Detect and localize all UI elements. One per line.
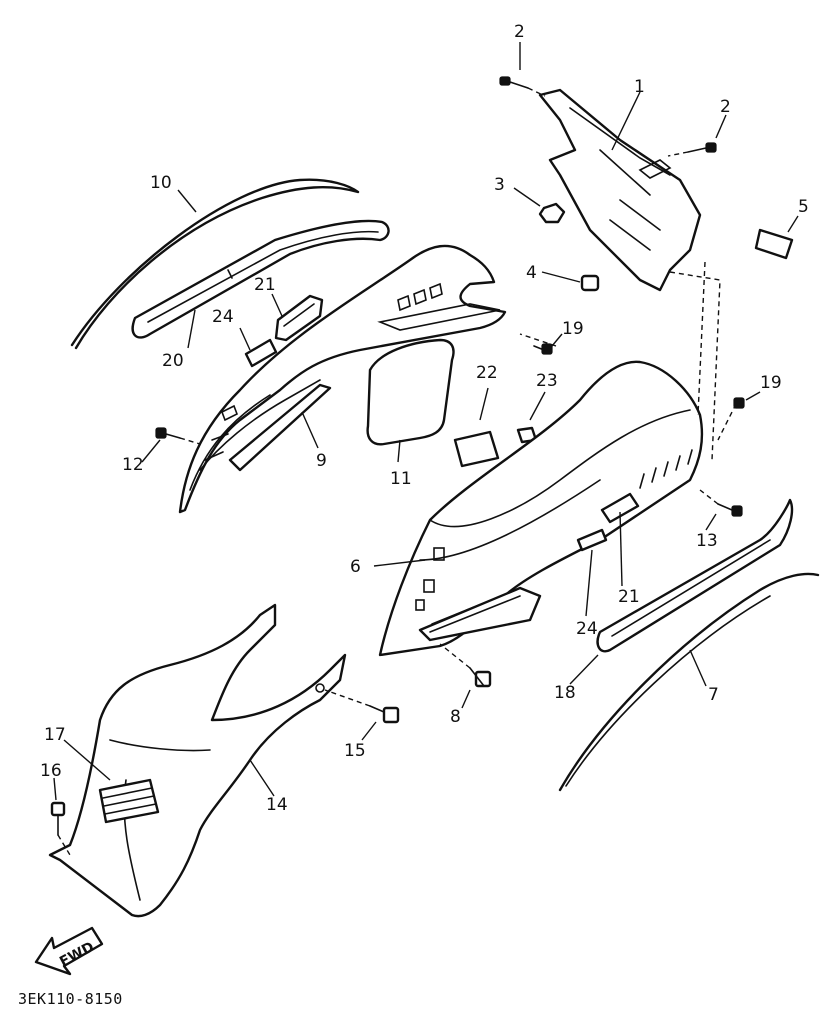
part-22-decal (453, 430, 500, 468)
part-18-lower-trim (596, 498, 794, 653)
assembly-guide-lines (57, 87, 737, 856)
callout-13: 13 (696, 531, 718, 551)
callout-7: 7 (708, 685, 719, 705)
callout-2-right: 2 (720, 97, 731, 117)
fwd-arrow-icon: FWD (34, 926, 104, 976)
callout-21-left: 21 (254, 275, 276, 295)
part-5-decal (754, 228, 794, 260)
callout-11: 11 (390, 469, 412, 489)
part-7-strip (558, 572, 820, 792)
callout-23: 23 (536, 371, 558, 391)
fastener-bolts (50, 76, 745, 836)
callout-1: 1 (634, 77, 645, 97)
callout-3: 3 (494, 175, 505, 195)
callout-16: 16 (40, 761, 62, 781)
callout-17: 17 (44, 725, 66, 745)
callout-5: 5 (798, 197, 809, 217)
drawing-code: 3EK110-8150 (18, 990, 123, 1008)
callout-19-upper: 19 (562, 319, 584, 339)
callout-24-right: 24 (576, 619, 598, 639)
callout-14: 14 (266, 795, 288, 815)
callout-9: 9 (316, 451, 327, 471)
callout-15: 15 (344, 741, 366, 761)
callout-19-right: 19 (760, 373, 782, 393)
left-side-cover (178, 244, 507, 514)
callout-10: 10 (150, 173, 172, 193)
callout-2-left: 2 (514, 22, 525, 42)
callout-22: 22 (476, 363, 498, 383)
part-20-molding (131, 219, 390, 339)
part-11-cover-plate (366, 338, 455, 446)
callout-18: 18 (554, 683, 576, 703)
part-6-right-side-cover (378, 360, 704, 657)
callout-4: 4 (526, 263, 537, 283)
part-24-left-decal (244, 338, 278, 368)
callout-6: 6 (350, 557, 361, 577)
part-21-left-emblem (274, 294, 324, 342)
callout-labels: 1 2 2 3 4 5 6 7 8 9 10 11 12 13 14 15 16… (40, 22, 809, 815)
part-10-trim-strip (70, 178, 360, 350)
part-1-rear-bracket (538, 88, 702, 292)
callout-20: 20 (162, 351, 184, 371)
callout-21-right: 21 (618, 587, 640, 607)
part-14-leg-shield (48, 603, 347, 918)
leader-lines (53, 42, 799, 801)
callout-12: 12 (122, 455, 144, 475)
callout-8: 8 (450, 707, 461, 727)
callout-24-left: 24 (212, 307, 234, 327)
